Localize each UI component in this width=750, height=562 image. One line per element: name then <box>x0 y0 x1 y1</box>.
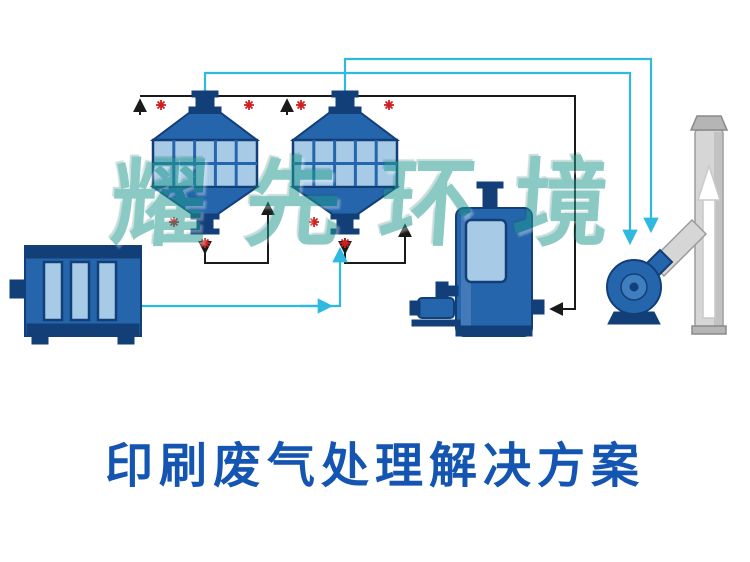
filter-unit-right <box>293 91 397 248</box>
activated-carbon-box <box>9 245 142 345</box>
chimney-up-arrow <box>696 163 722 319</box>
circulation-pump <box>409 281 461 327</box>
flow-lines-cyan <box>142 57 659 314</box>
page-title: 印刷废气处理解决方案 <box>104 438 645 494</box>
scrubber-tank <box>455 181 545 337</box>
centrifugal-fan <box>606 259 662 325</box>
exhaust-chimney <box>689 115 729 335</box>
filter-unit-left <box>153 91 257 248</box>
